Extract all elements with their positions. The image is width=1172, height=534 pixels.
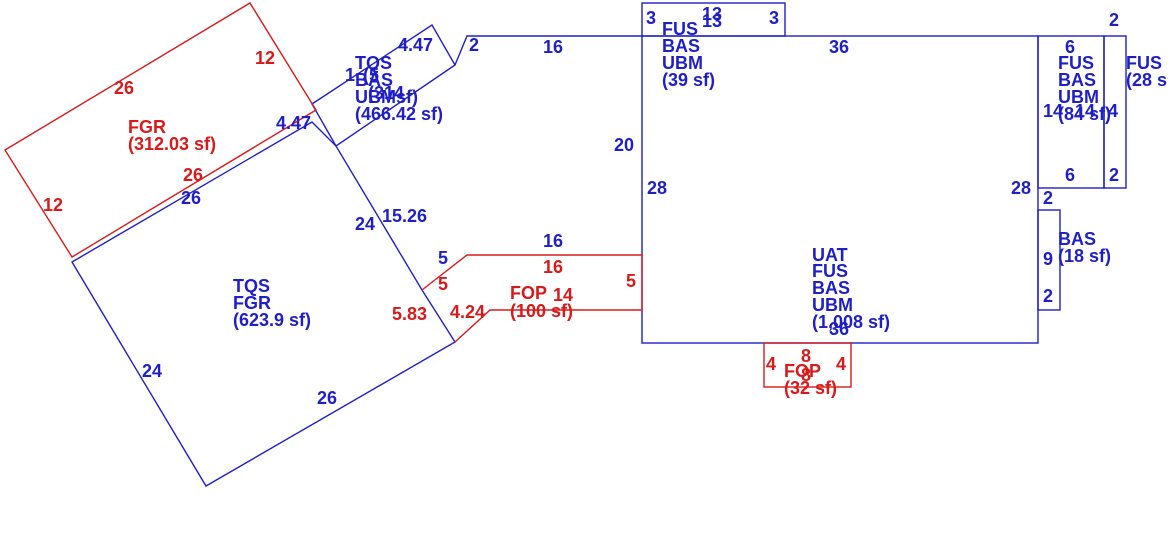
dim-fus-right-right: 14 <box>1075 101 1095 121</box>
dim-main-bottom: 36 <box>829 319 849 339</box>
fus-top-line2: BAS <box>662 36 700 56</box>
dim-tqs-top: 26 <box>181 188 201 208</box>
dim-fop-top-blue: 16 <box>543 231 563 251</box>
fus-far-outline <box>1103 35 1127 189</box>
dim-bas-bottom: 2 <box>1043 286 1053 306</box>
fgr-upper-code: FGR <box>128 117 166 137</box>
dim-upper-corner: 2 <box>469 35 479 55</box>
uat-main-line3: BAS <box>812 278 850 298</box>
dim-fus-far-right: 4 <box>1108 101 1118 121</box>
dim-main-left: 28 <box>647 178 667 198</box>
dim-fopb-right: 4 <box>836 354 846 374</box>
tqs-small-overlap3: (314 <box>368 83 404 103</box>
fop-mid-area: (100 sf) <box>510 301 573 321</box>
fus-far-area: (28 s <box>1126 70 1167 90</box>
fus-top-area: (39 sf) <box>662 70 715 90</box>
bas-small-outline <box>1037 209 1061 311</box>
tqs-fgr-area: (623.9 sf) <box>233 310 311 330</box>
dim-main-right: 28 <box>1011 178 1031 198</box>
dim-upper-left: 20 <box>614 135 634 155</box>
tqs-small-line2: BAS <box>355 70 393 90</box>
fus-right-line1: FUS <box>1058 53 1094 73</box>
dim-fgr-left: 12 <box>43 195 63 215</box>
dim-fus-right-bottom: 6 <box>1065 165 1075 185</box>
tqs-small-overlap2: (5 <box>363 65 379 85</box>
fop-bottom-code: FOP <box>784 361 821 381</box>
dim-fus-top-right: 3 <box>769 8 779 28</box>
tqs-small-line3: UBM <box>355 87 396 107</box>
bas-small-area: (18 sf) <box>1058 246 1111 266</box>
dim-fopb-left: 4 <box>766 354 776 374</box>
dim-fgr-bottom: 26 <box>183 165 203 185</box>
dim-fgr-right: 12 <box>255 48 275 68</box>
uat-main-area: (1,008 sf) <box>812 312 890 332</box>
dim-tqs-bottom: 26 <box>317 388 337 408</box>
tqs-small-area: (466.42 sf) <box>355 104 443 124</box>
dim-bas-top: 2 <box>1043 188 1053 208</box>
dim-fop-left-blue: 5 <box>438 248 448 268</box>
fus-top-outline <box>641 2 786 37</box>
fus-top-line3: UBM <box>662 53 703 73</box>
tqs-fgr-line1: TQS <box>233 276 270 296</box>
dim-fus-top-top: 13 <box>702 4 722 24</box>
dim-tqs-right: 24 <box>355 214 375 234</box>
dim-tqs-small-top: 4.47 <box>398 35 433 55</box>
dim-fop-left-red: 5 <box>438 274 448 294</box>
uat-main-line2: FUS <box>812 261 848 281</box>
fus-right-overlap: 14 <box>1043 101 1063 121</box>
dim-fop-right: 5 <box>626 271 636 291</box>
dim-fop-top-red: 16 <box>543 257 563 277</box>
fop-mid-side: 14 <box>553 285 573 305</box>
fop-mid-code: FOP <box>510 283 547 303</box>
fus-far-code: FUS <box>1126 53 1162 73</box>
bas-small-code: BAS <box>1058 229 1096 249</box>
uat-main-line1: UAT <box>812 245 848 265</box>
upper-area-outline <box>454 35 642 66</box>
dim-fus-top-left: 3 <box>646 8 656 28</box>
uat-main-line4: UBM <box>812 295 853 315</box>
tqs-small-line1: TQS <box>355 53 392 73</box>
fop-bottom-outline <box>763 342 852 388</box>
dim-fus-far-bottom: 2 <box>1109 165 1119 185</box>
dim-tqs-step: 5.83 <box>392 304 427 324</box>
fgr-upper-outline <box>4 2 317 258</box>
dim-fgr-top: 26 <box>114 78 134 98</box>
tqs-fgr-line2: FGR <box>233 293 271 313</box>
dim-bas-side: 9 <box>1043 249 1053 269</box>
fus-right-line3: UBM <box>1058 87 1099 107</box>
dim-fopb-bottom: 8 <box>801 365 811 385</box>
dim-fus-far-top: 2 <box>1109 10 1119 30</box>
fus-top-line1: FUS <box>662 19 698 39</box>
fop-bottom-area: (32 sf) <box>784 378 837 398</box>
dim-fop-diag: 4.24 <box>450 302 485 322</box>
fop-mid-outline <box>421 254 643 343</box>
dim-fus-top-top2: 13 <box>702 11 722 31</box>
tqs-small-overlap1: 1 <box>345 65 355 85</box>
dim-fopb-top: 8 <box>801 346 811 366</box>
tqs-small-overlap4: sf) <box>396 87 418 107</box>
fus-right-area: (84 sf) <box>1058 104 1111 124</box>
dim-main-top: 36 <box>829 37 849 57</box>
fus-right-line2: BAS <box>1058 70 1096 90</box>
dim-fus-right-top: 6 <box>1065 37 1075 57</box>
dim-tqs-small-left: 4.47 <box>276 113 311 133</box>
dim-upper-top: 16 <box>543 37 563 57</box>
fgr-upper-area: (312.03 sf) <box>128 134 216 154</box>
dim-tqs-diag: 15.26 <box>382 206 427 226</box>
dim-tqs-left: 24 <box>142 361 162 381</box>
